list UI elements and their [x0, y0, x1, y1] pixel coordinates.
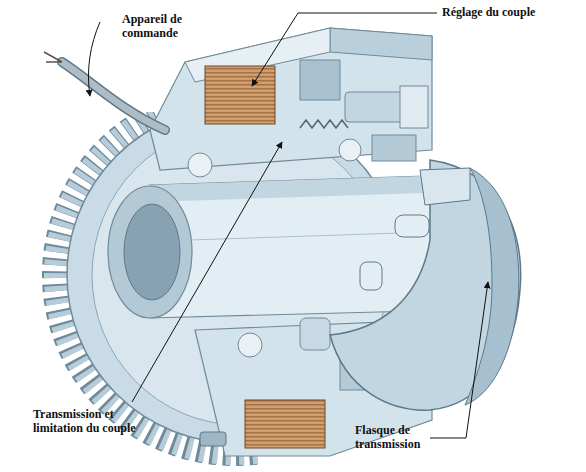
transmission-flange-part — [465, 168, 519, 405]
control-cable-part — [44, 52, 62, 62]
upper-housing-part — [330, 28, 432, 60]
upper-housing — [150, 28, 432, 177]
roller — [395, 215, 429, 237]
roller — [360, 262, 382, 290]
hub-part — [124, 204, 180, 300]
upper-housing-part — [372, 135, 416, 161]
control-cable-part — [62, 62, 165, 130]
leader-line — [132, 142, 282, 402]
callout-label: Flasque de transmission — [355, 424, 431, 452]
roller — [300, 318, 330, 350]
coil — [205, 66, 275, 124]
upper-housing-part — [150, 28, 432, 170]
bearing-ball — [238, 333, 262, 357]
coil — [245, 400, 325, 448]
hub — [108, 175, 455, 318]
upper-housing-part — [400, 86, 428, 128]
leader-line — [88, 22, 100, 96]
callout-label: Transmission et limitation du couple — [33, 408, 137, 436]
control-cable — [44, 52, 165, 130]
spring — [300, 120, 348, 128]
transmission-flange — [330, 160, 521, 410]
hub-part — [108, 186, 192, 318]
bearing-ball — [339, 139, 361, 161]
leader-line — [252, 13, 437, 86]
upper-housing-part — [300, 60, 340, 100]
leader-lines — [88, 13, 488, 438]
bearing-ball — [188, 153, 212, 177]
callout-label: Appareil de commande — [122, 13, 204, 41]
transmission-flange-part — [330, 160, 521, 410]
transmission-flange-part — [420, 168, 470, 205]
hub-part — [150, 175, 455, 202]
control-cable-part — [62, 62, 165, 130]
leader-line — [430, 282, 488, 438]
bolt — [200, 432, 226, 446]
callout-label: Réglage du couple — [442, 6, 580, 20]
